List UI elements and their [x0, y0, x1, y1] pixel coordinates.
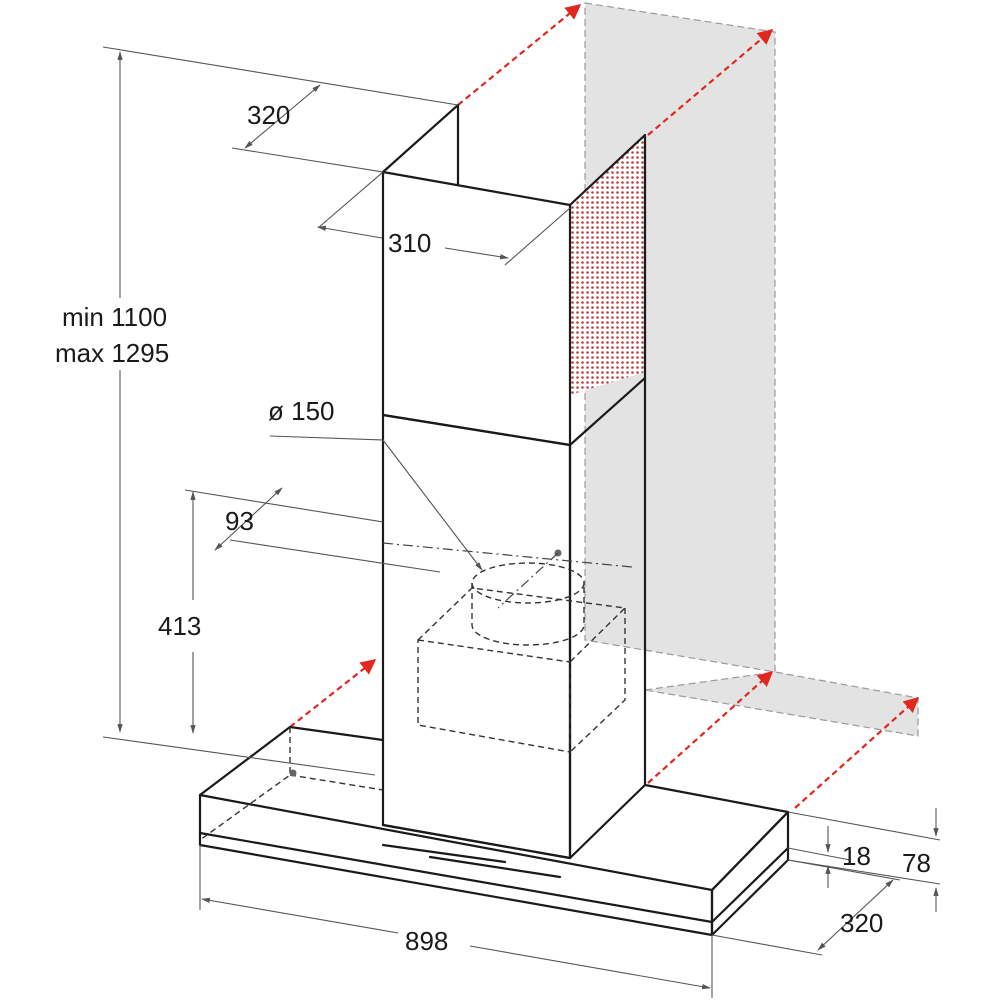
wall-arrow-bottom-right — [794, 696, 920, 809]
label-outlet-offset: 93 — [225, 506, 254, 536]
lower-chimney-front — [381, 413, 572, 860]
motor-box-side — [569, 608, 626, 753]
offset93-extension-a — [184, 489, 384, 523]
hidden-motor-unit — [382, 542, 633, 753]
width310-extension-a — [317, 171, 384, 229]
label-chimney-top-depth: 320 — [247, 100, 290, 130]
width310-arrow-right — [444, 247, 509, 260]
canopy — [198, 725, 790, 937]
thickness-extension-mid — [787, 847, 851, 861]
canopy-side-strip — [710, 846, 790, 924]
motor-box-top — [417, 587, 627, 663]
label-height-max: max 1295 — [55, 338, 169, 368]
upper-chimney-front — [381, 170, 572, 447]
thickness-extension-top — [787, 811, 941, 841]
outlet-centre-line — [382, 542, 633, 568]
upper-chimney-side-edge — [568, 133, 647, 380]
width898-arrow-right — [469, 945, 711, 990]
chimney-base-front — [381, 823, 572, 860]
canopy-handle-2 — [428, 855, 562, 879]
offset93-extension-b — [229, 539, 441, 573]
canopy-hidden-edge — [199, 727, 291, 841]
label-chimney-width: 310 — [388, 228, 431, 258]
dimension-labels: 320 310 min 1100 max 1295 ø 150 93 413 8… — [55, 100, 931, 956]
label-outlet-height: 413 — [158, 611, 201, 641]
width898-arrow-left — [201, 897, 399, 934]
canopy-top-back-left — [198, 725, 385, 797]
width310-extension-b — [504, 207, 571, 266]
diameter-leader — [269, 435, 384, 441]
wall-arrow-top-right — [647, 29, 774, 136]
wall-arrow-bottom-mid — [647, 670, 774, 784]
offset93-arrow — [214, 487, 283, 551]
depth320-arrow — [244, 84, 321, 149]
canopy-handle-1 — [381, 843, 507, 864]
outlet-ring-body — [471, 583, 585, 646]
width310-arrow-left — [317, 225, 383, 239]
canopy-hidden-edge-2 — [289, 774, 384, 791]
extension-line-top — [102, 46, 459, 106]
canopy-top-right — [643, 783, 790, 892]
chimney-grille-side — [570, 135, 645, 395]
canopy-front-face — [198, 793, 714, 937]
floor-plane — [644, 671, 919, 737]
outlet-axis-line — [497, 552, 559, 609]
depth320-extension-a — [231, 147, 384, 173]
canopy-front-bottom-strip — [198, 831, 714, 924]
motor-box-front — [417, 639, 571, 753]
dimension-lines — [102, 46, 941, 998]
canopy-depth-extension-a — [711, 934, 823, 956]
diameter-leader-diagonal — [382, 439, 483, 571]
outlet-ring-top — [471, 562, 585, 604]
label-thickness-total: 78 — [902, 848, 931, 878]
label-thickness-front: 18 — [842, 841, 871, 871]
wall-arrow-top-left — [457, 4, 582, 106]
canopy-depth-arrow — [817, 879, 894, 951]
canopy-side-face — [710, 810, 790, 937]
label-canopy-depth: 320 — [840, 908, 883, 938]
thickness-extension-bottom — [787, 859, 941, 885]
wall-reference-arrows — [289, 4, 920, 809]
label-height-min: min 1100 — [62, 302, 167, 332]
wall-arrow-bottom-left — [289, 659, 377, 728]
canopy-reference-mark — [289, 769, 297, 777]
extension-line-bottom — [102, 736, 376, 776]
label-outlet-diameter: ø 150 — [268, 396, 335, 426]
label-canopy-width: 898 — [405, 926, 448, 956]
